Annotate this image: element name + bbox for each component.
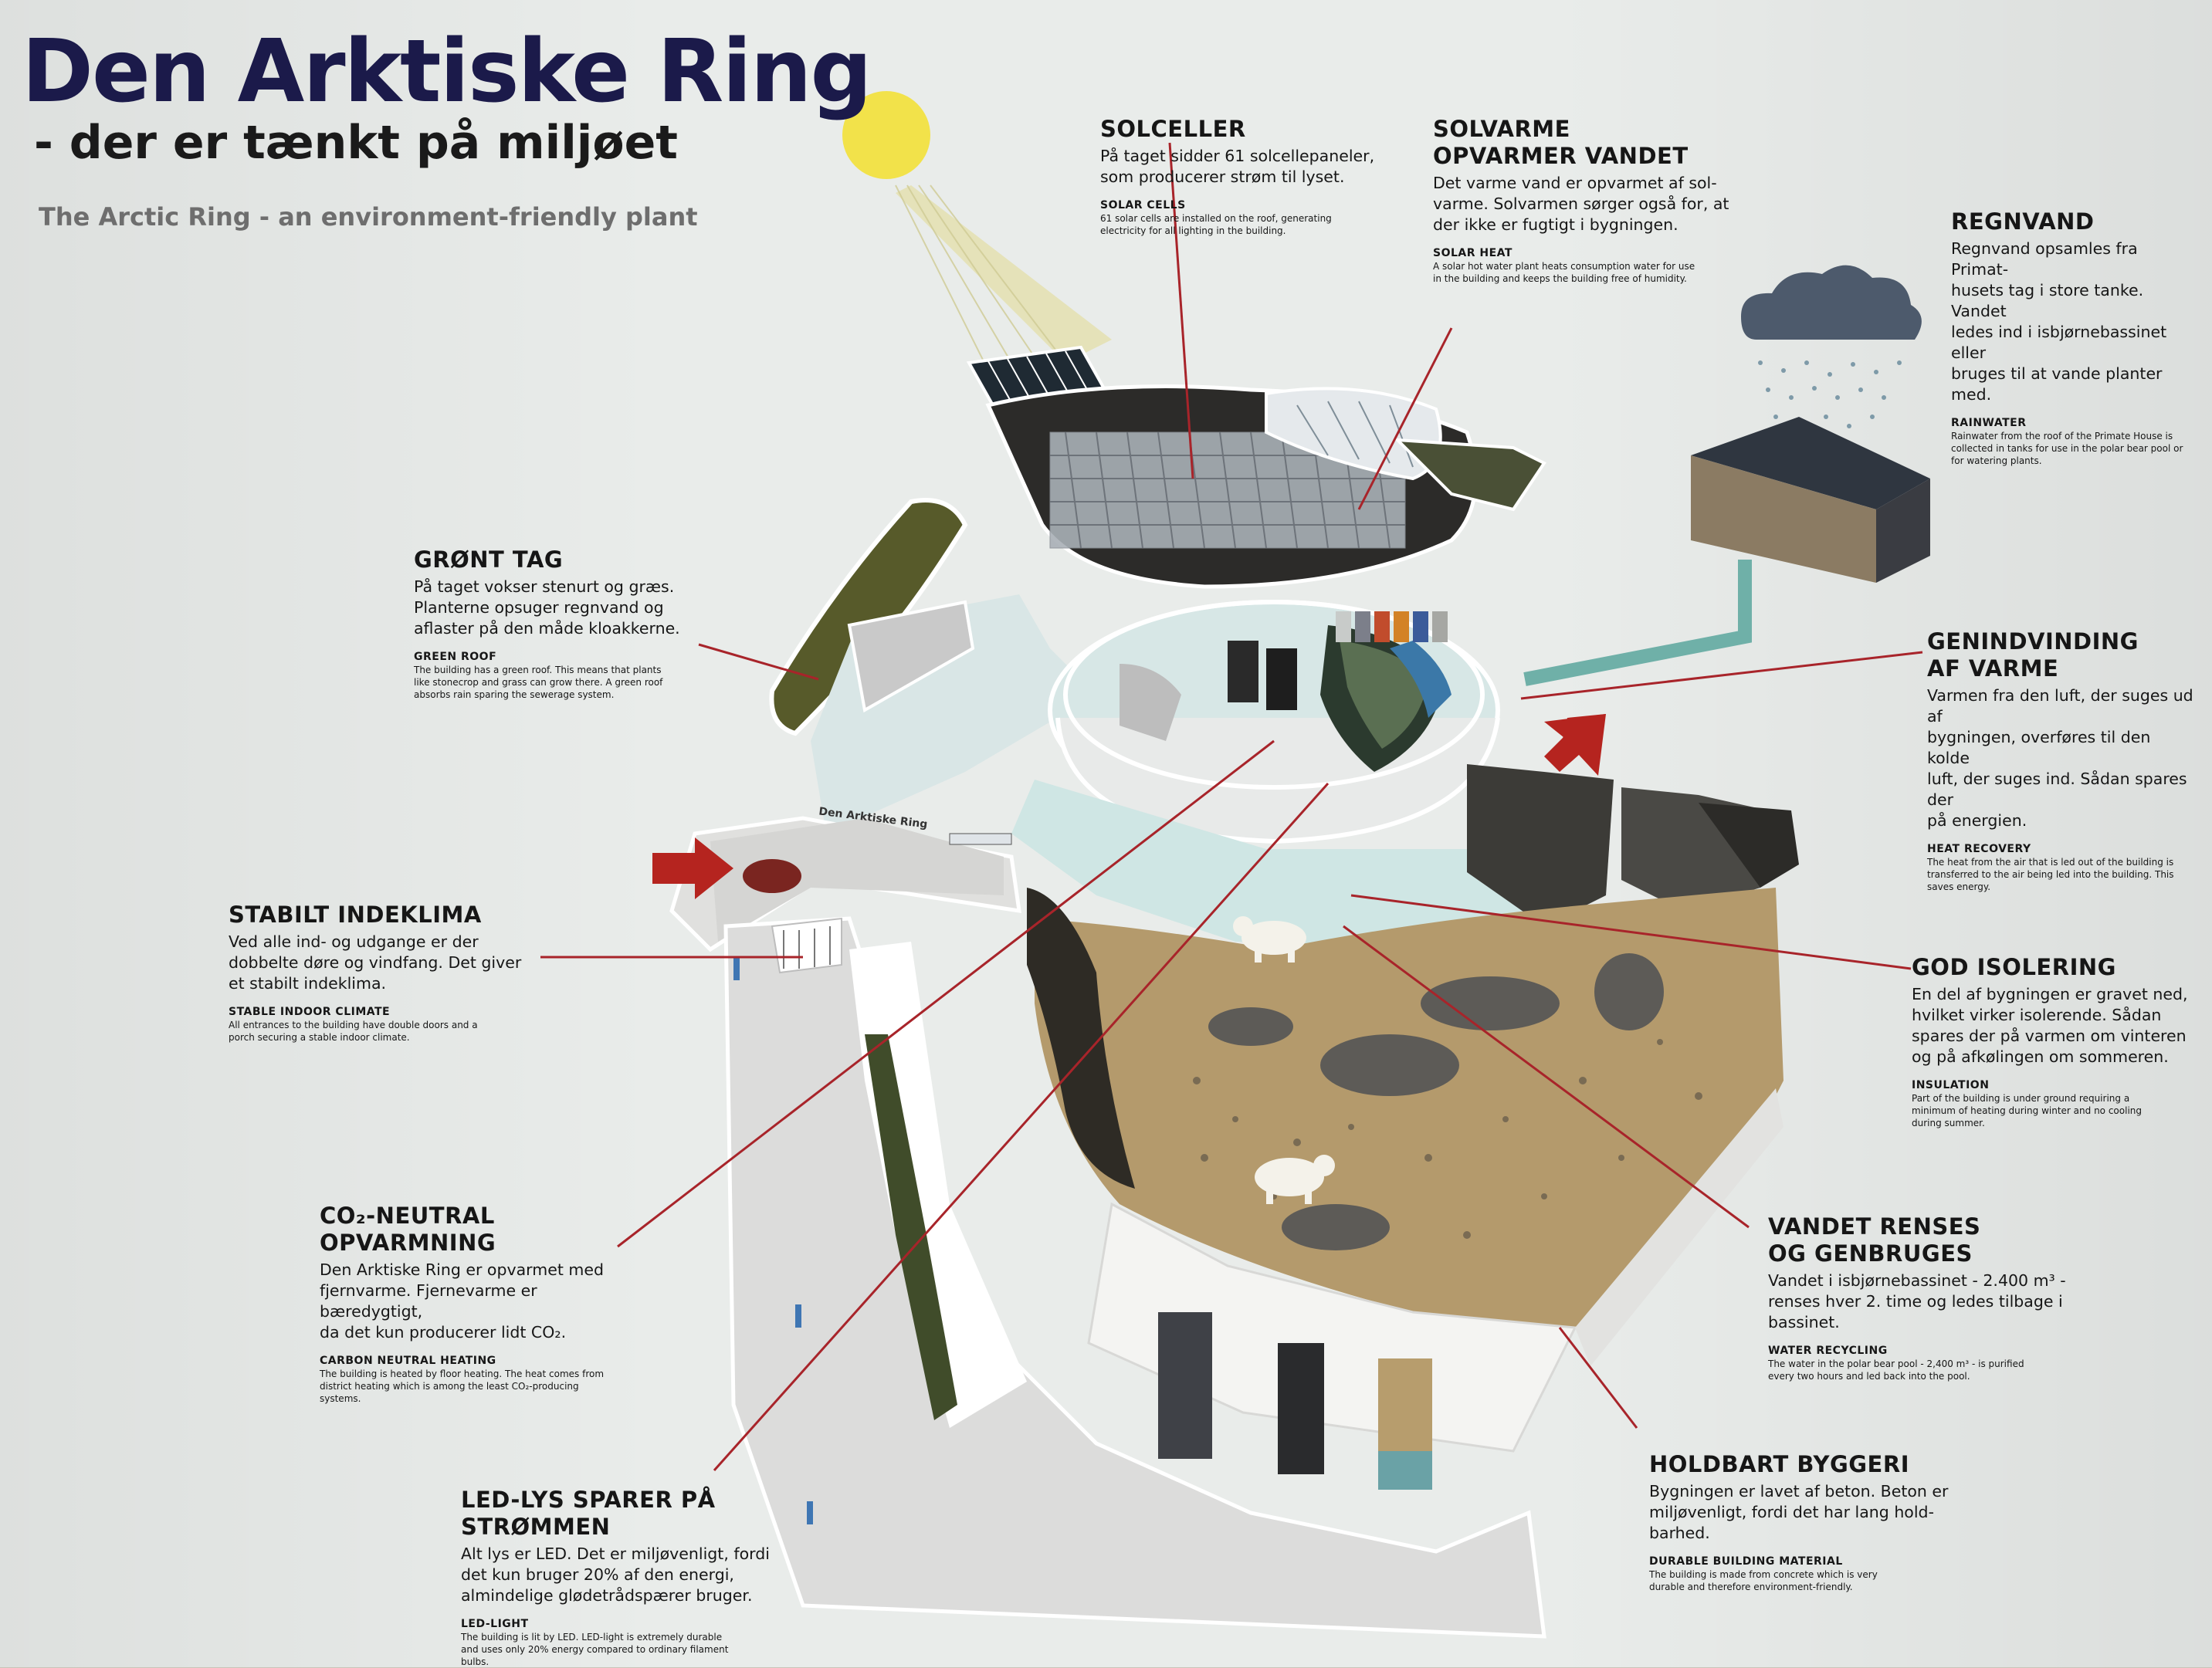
section-en-heading: WATER RECYCLING	[1768, 1345, 1888, 1357]
section-gront-tag: GRØNT TAG På taget vokser stenurt og græ…	[414, 546, 692, 701]
section-god-isolering: GOD ISOLERING En del af bygningen er gra…	[1912, 954, 2197, 1129]
building-body	[669, 594, 1799, 1639]
section-en-body: The building is made from concrete which…	[1649, 1569, 1878, 1592]
section-body: En del af bygningen er gravet ned,hvilke…	[1912, 985, 2188, 1066]
section-en-body: The building has a green roof. This mean…	[414, 665, 663, 700]
green-roof-piece	[769, 498, 968, 736]
section-en-heading: STABLE INDOOR CLIMATE	[229, 1006, 391, 1018]
leader-lines	[540, 142, 1923, 1471]
section-en-body: The building is lit by LED. LED-light is…	[461, 1632, 729, 1667]
section-heading: HOLDBART BYGGERI	[1649, 1451, 1909, 1477]
section-en-heading: SOLAR CELLS	[1100, 199, 1186, 211]
section-en-heading: GREEN ROOF	[414, 651, 497, 663]
section-en-heading: SOLAR HEAT	[1433, 247, 1512, 259]
section-body: Alt lys er LED. Det er miljøvenligt, for…	[461, 1545, 770, 1605]
section-en-body: Rainwater from the roof of the Primate H…	[1951, 431, 2183, 466]
section-heading: GRØNT TAG	[414, 546, 564, 573]
section-en-body: Part of the building is under ground req…	[1912, 1093, 2143, 1128]
page-title: Den Arktiske Ring	[22, 22, 872, 122]
section-en-body: All entrances to the building have doubl…	[229, 1020, 478, 1043]
section-stabilt-indeklima: STABILT INDEKLIMA Ved alle ind- og udgan…	[229, 902, 522, 1044]
rain-tank	[1691, 417, 1930, 583]
section-en-body: A solar hot water plant heats consumptio…	[1433, 261, 1695, 284]
section-en-heading: CARBON NEUTRAL HEATING	[320, 1355, 496, 1367]
section-body: På taget sidder 61 solcellepaneler,som p…	[1100, 147, 1375, 186]
section-holdbart-byggeri: HOLDBART BYGGERI Bygningen er lavet af b…	[1649, 1451, 1958, 1593]
section-en-heading: HEAT RECOVERY	[1927, 843, 2031, 855]
section-en-body: The heat from the air that is led out of…	[1927, 857, 2174, 892]
section-body: Vandet i isbjørnebassinet - 2.400 m³ -re…	[1768, 1271, 2066, 1331]
section-body: Det varme vand er opvarmet af sol-varme.…	[1433, 174, 1729, 234]
section-en-heading: INSULATION	[1912, 1079, 1990, 1091]
page-subtitle: - der er tænkt på miljøet	[34, 116, 678, 170]
section-body: Regnvand opsamles fra Primat-husets tag …	[1951, 239, 2167, 404]
section-heading: REGNVAND	[1951, 208, 2095, 235]
section-en-body: The water in the polar bear pool - 2,400…	[1768, 1358, 2024, 1382]
section-heading: GOD ISOLERING	[1912, 954, 2116, 980]
section-en-body: The building is heated by floor heating.…	[320, 1369, 605, 1404]
section-en-heading: RAINWATER	[1951, 417, 2027, 429]
section-en-heading: DURABLE BUILDING MATERIAL	[1649, 1555, 1843, 1568]
sun-icon	[842, 91, 1112, 364]
section-en-heading: LED-LIGHT	[461, 1618, 529, 1630]
section-solceller: SOLCELLER På taget sidder 61 solcellepan…	[1100, 116, 1378, 237]
water-pipe	[1523, 560, 1752, 686]
section-regnvand: REGNVAND Regnvand opsamles fra Primat-hu…	[1951, 208, 2198, 467]
polar-bear-icon	[1233, 916, 1335, 1204]
section-heading: SOLCELLER	[1100, 116, 1246, 142]
section-heading: STABILT INDEKLIMA	[229, 902, 482, 928]
page-tagline: The Arctic Ring - an environment-friendl…	[39, 202, 698, 232]
arrow-icon	[652, 714, 1606, 899]
section-body: På taget vokser stenurt og græs.Plantern…	[414, 577, 680, 638]
roof-solar-panels	[966, 345, 1546, 589]
section-en-body: 61 solar cells are installed on the roof…	[1100, 213, 1332, 236]
rain-cloud-icon	[1741, 265, 1922, 428]
